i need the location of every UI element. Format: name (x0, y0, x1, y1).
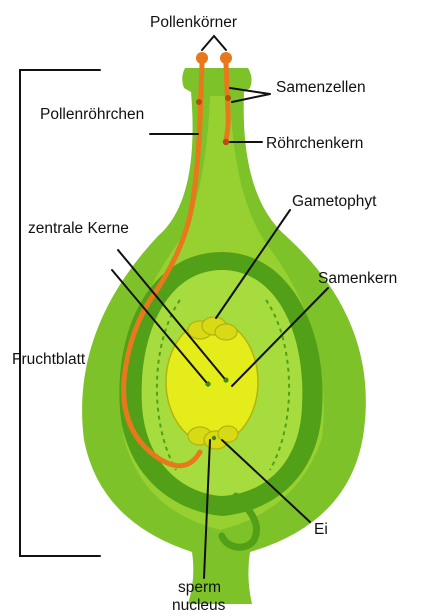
label-pollen-tube: Pollenröhrchen (40, 106, 144, 123)
label-sperm-nucleus-en-2: nucleus (172, 597, 226, 614)
egg-nucleus (212, 436, 216, 440)
label-gametophyte: Gametophyt (292, 193, 377, 210)
sperm-cell-1 (196, 99, 202, 105)
label-egg: Ei (314, 521, 328, 538)
tube-nucleus (223, 139, 229, 145)
gametophyte-sac (166, 320, 258, 444)
label-sperm-nucleus-en-1: sperm (178, 579, 221, 596)
label-pollen-grains: Pollenkörner (150, 14, 237, 31)
label-sperm-cells: Samenzellen (276, 79, 366, 96)
pollen-tube-second (226, 64, 228, 140)
sperm-cell-2 (225, 95, 231, 101)
label-carpel: Fruchtblatt (12, 351, 86, 368)
label-tube-nucleus: Röhrchenkern (266, 135, 363, 152)
label-central-nuclei: zentrale Kerne (28, 220, 129, 237)
carpel-bracket (20, 70, 100, 556)
label-sperm-nucleus-de: Samenkern (318, 270, 397, 287)
leader-pollen-grains (202, 36, 226, 50)
